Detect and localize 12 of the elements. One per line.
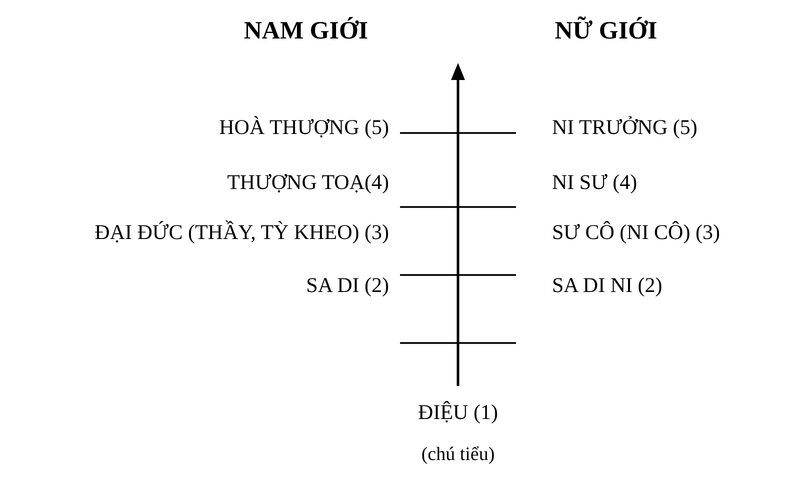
- rank-label: THƯỢNG TOẠ(4): [227, 168, 389, 196]
- note-text: (chú tiểu): [421, 443, 495, 467]
- rank-label: HOÀ THƯỢNG (5): [219, 114, 389, 140]
- rank-label: NI TRƯỞNG (5): [552, 114, 698, 140]
- column-heading: NỮ GIỚI: [554, 15, 658, 46]
- rank-label: SA DI NI (2): [552, 272, 662, 298]
- rank-label: ĐẠI ĐỨC (THẦY, TỲ KHEO) (3): [94, 218, 389, 246]
- rank-label: SƯ CÔ (NI CÔ) (3): [552, 218, 720, 246]
- rank-label: SA DI (2): [306, 272, 389, 298]
- rank-label: NI SƯ (4): [552, 168, 638, 196]
- rank-label: ĐIỆU (1): [418, 398, 498, 426]
- column-heading: NAM GIỚI: [244, 16, 368, 46]
